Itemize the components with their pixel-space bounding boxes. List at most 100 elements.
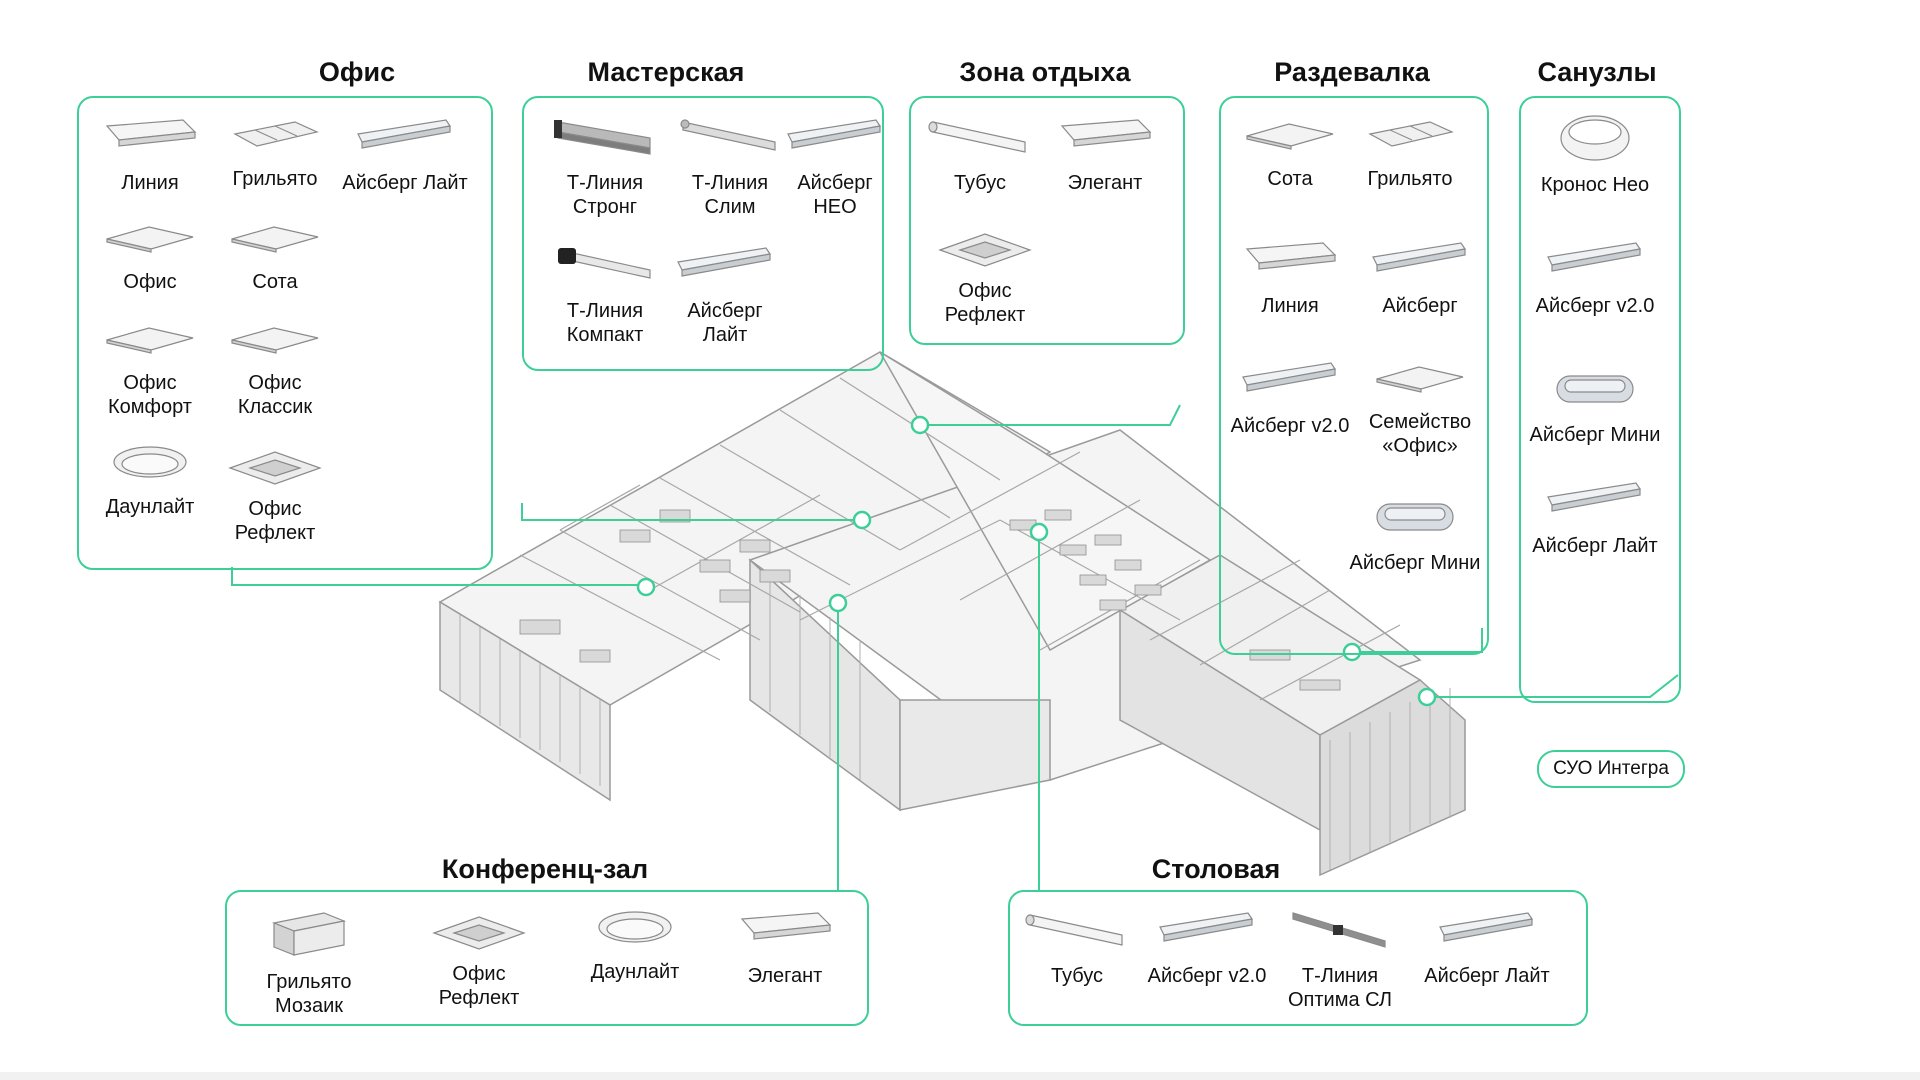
luminaire-item: Семейство «Офис» bbox=[1345, 355, 1495, 458]
batten-icon bbox=[1412, 905, 1562, 960]
zone-rest bbox=[909, 96, 1185, 345]
luminaire-label: Линия bbox=[1261, 295, 1319, 317]
luminaire-label: Т-Линия Слим bbox=[691, 172, 769, 218]
luminaire-item: Т-Линия Слим bbox=[655, 112, 805, 219]
downlight-icon bbox=[75, 440, 225, 491]
luminaire-label: Кронос Нео bbox=[1540, 174, 1650, 196]
luminaire-item: Линия bbox=[75, 112, 225, 195]
luminaire-item: Элегант bbox=[710, 905, 860, 988]
flat-panel-icon bbox=[75, 316, 225, 367]
zone-title-rest: Зона отдыха bbox=[959, 57, 1131, 87]
luminaire-label: Линия bbox=[121, 172, 179, 194]
linear-panel-icon bbox=[1030, 112, 1180, 167]
strong-batten-icon bbox=[530, 112, 680, 167]
batten-icon bbox=[760, 112, 910, 167]
luminaire-label: Офис Классик bbox=[237, 372, 313, 418]
luminaire-label: Айсберг НЕО bbox=[797, 172, 873, 218]
luminaire-label: Грильято bbox=[232, 168, 318, 190]
luminaire-item: Т-Линия Стронг bbox=[530, 112, 680, 219]
luminaire-label: Т-Линия Стронг bbox=[566, 172, 644, 218]
linear-panel-icon bbox=[75, 112, 225, 167]
luminaire-item: Тубус bbox=[905, 112, 1055, 195]
luminaire-label: Айсберг v2.0 bbox=[1147, 965, 1267, 987]
luminaire-label: Семейство «Офис» bbox=[1368, 411, 1472, 457]
luminaire-label: Даунлайт bbox=[105, 496, 195, 518]
dome-icon bbox=[1520, 112, 1670, 169]
luminaire-item: Грильято bbox=[1335, 112, 1485, 191]
rest-connector bbox=[920, 404, 1181, 426]
luminaire-item: Айсберг v2.0 bbox=[1520, 235, 1670, 318]
luminaire-label: Айсберг Лайт bbox=[1424, 965, 1550, 987]
zone-office bbox=[77, 96, 493, 570]
luminaire-item: Айсберг v2.0 bbox=[1132, 905, 1282, 988]
zone-workshop bbox=[522, 96, 884, 371]
luminaire-label: Грильято bbox=[1367, 168, 1453, 190]
zone-title-wc: Санузлы bbox=[1537, 57, 1657, 87]
batten-icon bbox=[1215, 355, 1365, 410]
flat-panel-icon bbox=[1215, 112, 1365, 163]
luminaire-label: Айсберг Лайт bbox=[1532, 535, 1658, 557]
linear-panel-icon bbox=[710, 905, 860, 960]
luminaire-label: Айсберг bbox=[1382, 295, 1458, 317]
luminaire-item: Даунлайт bbox=[560, 905, 710, 984]
luminaire-label: Сота bbox=[1267, 168, 1313, 190]
luminaire-label: Айсберг v2.0 bbox=[1230, 415, 1350, 437]
batten-icon bbox=[650, 240, 800, 295]
batten-icon bbox=[1132, 905, 1282, 960]
luminaire-item: Офис Комфорт bbox=[75, 316, 225, 419]
wc-connector bbox=[1427, 674, 1679, 698]
batten-icon bbox=[1345, 235, 1495, 290]
slim-batten-icon bbox=[655, 112, 805, 167]
zone-conference bbox=[225, 890, 869, 1026]
grilyato-icon bbox=[1335, 112, 1485, 163]
luminaire-item: Офис Рефлект bbox=[910, 222, 1060, 327]
left-wing-facade bbox=[439, 600, 611, 802]
capsule-icon bbox=[1340, 490, 1490, 547]
luminaire-item: Офис Рефлект bbox=[404, 905, 554, 1010]
luminaire-item: Сота bbox=[200, 215, 350, 294]
batten-icon bbox=[1520, 475, 1670, 530]
luminaire-label: Офис Комфорт bbox=[108, 372, 192, 418]
batten-icon bbox=[330, 112, 480, 167]
luminaire-item: Айсберг Мини bbox=[1520, 362, 1670, 447]
linear-panel-icon bbox=[1215, 235, 1365, 290]
luminaire-item: Грильято bbox=[200, 112, 350, 191]
luminaire-label: Грильято Мозаик bbox=[266, 971, 352, 1017]
luminaire-label: Айсберг Мини bbox=[1349, 552, 1481, 574]
luminaire-label: Айсберг Мини bbox=[1529, 424, 1661, 446]
reflect-panel-icon bbox=[910, 222, 1060, 275]
bottom-strip bbox=[0, 1072, 1920, 1080]
zone-title-canteen: Столовая bbox=[1151, 854, 1281, 884]
luminaire-label: Элегант bbox=[747, 965, 823, 987]
flat-panel-icon bbox=[1345, 355, 1495, 406]
luminaire-item: Айсберг bbox=[1345, 235, 1495, 318]
luminaire-item: Айсберг НЕО bbox=[760, 112, 910, 219]
luminaire-label: Т-Линия Оптима СЛ bbox=[1287, 965, 1393, 1011]
grilyato-icon bbox=[200, 112, 350, 163]
zone-wc bbox=[1519, 96, 1681, 703]
tube-icon bbox=[905, 112, 1055, 167]
reflect-panel-icon bbox=[200, 440, 350, 493]
luminaire-label: Офис Рефлект bbox=[234, 498, 316, 544]
track-icon bbox=[1265, 905, 1415, 960]
luminaire-label: Элегант bbox=[1067, 172, 1143, 194]
luminaire-label: Офис Рефлект bbox=[944, 280, 1026, 326]
luminaire-label: Айсберг Лайт bbox=[687, 300, 763, 346]
luminaire-label: Офис Рефлект bbox=[438, 963, 520, 1009]
luminaire-item: Сота bbox=[1215, 112, 1365, 191]
luminaire-item: Элегант bbox=[1030, 112, 1180, 195]
zone-title-conference: Конференц-зал bbox=[441, 854, 649, 884]
luminaire-label: Сота bbox=[252, 271, 298, 293]
luminaire-label: Айсберг Лайт bbox=[342, 172, 468, 194]
luminaire-item: Офис Классик bbox=[200, 316, 350, 419]
luminaire-label: Тубус bbox=[1050, 965, 1104, 987]
luminaire-item: Грильято Мозаик bbox=[234, 905, 384, 1018]
luminaire-item: Т-Линия Компакт bbox=[530, 240, 680, 347]
luminaire-label: Т-Линия Компакт bbox=[566, 300, 644, 346]
luminaire-item: Офис bbox=[75, 215, 225, 294]
luminaire-item: Айсберг Мини bbox=[1340, 490, 1490, 575]
luminaire-item: Линия bbox=[1215, 235, 1365, 318]
zone-title-office: Офис bbox=[318, 57, 396, 87]
luminaire-item: Айсберг Лайт bbox=[330, 112, 480, 195]
